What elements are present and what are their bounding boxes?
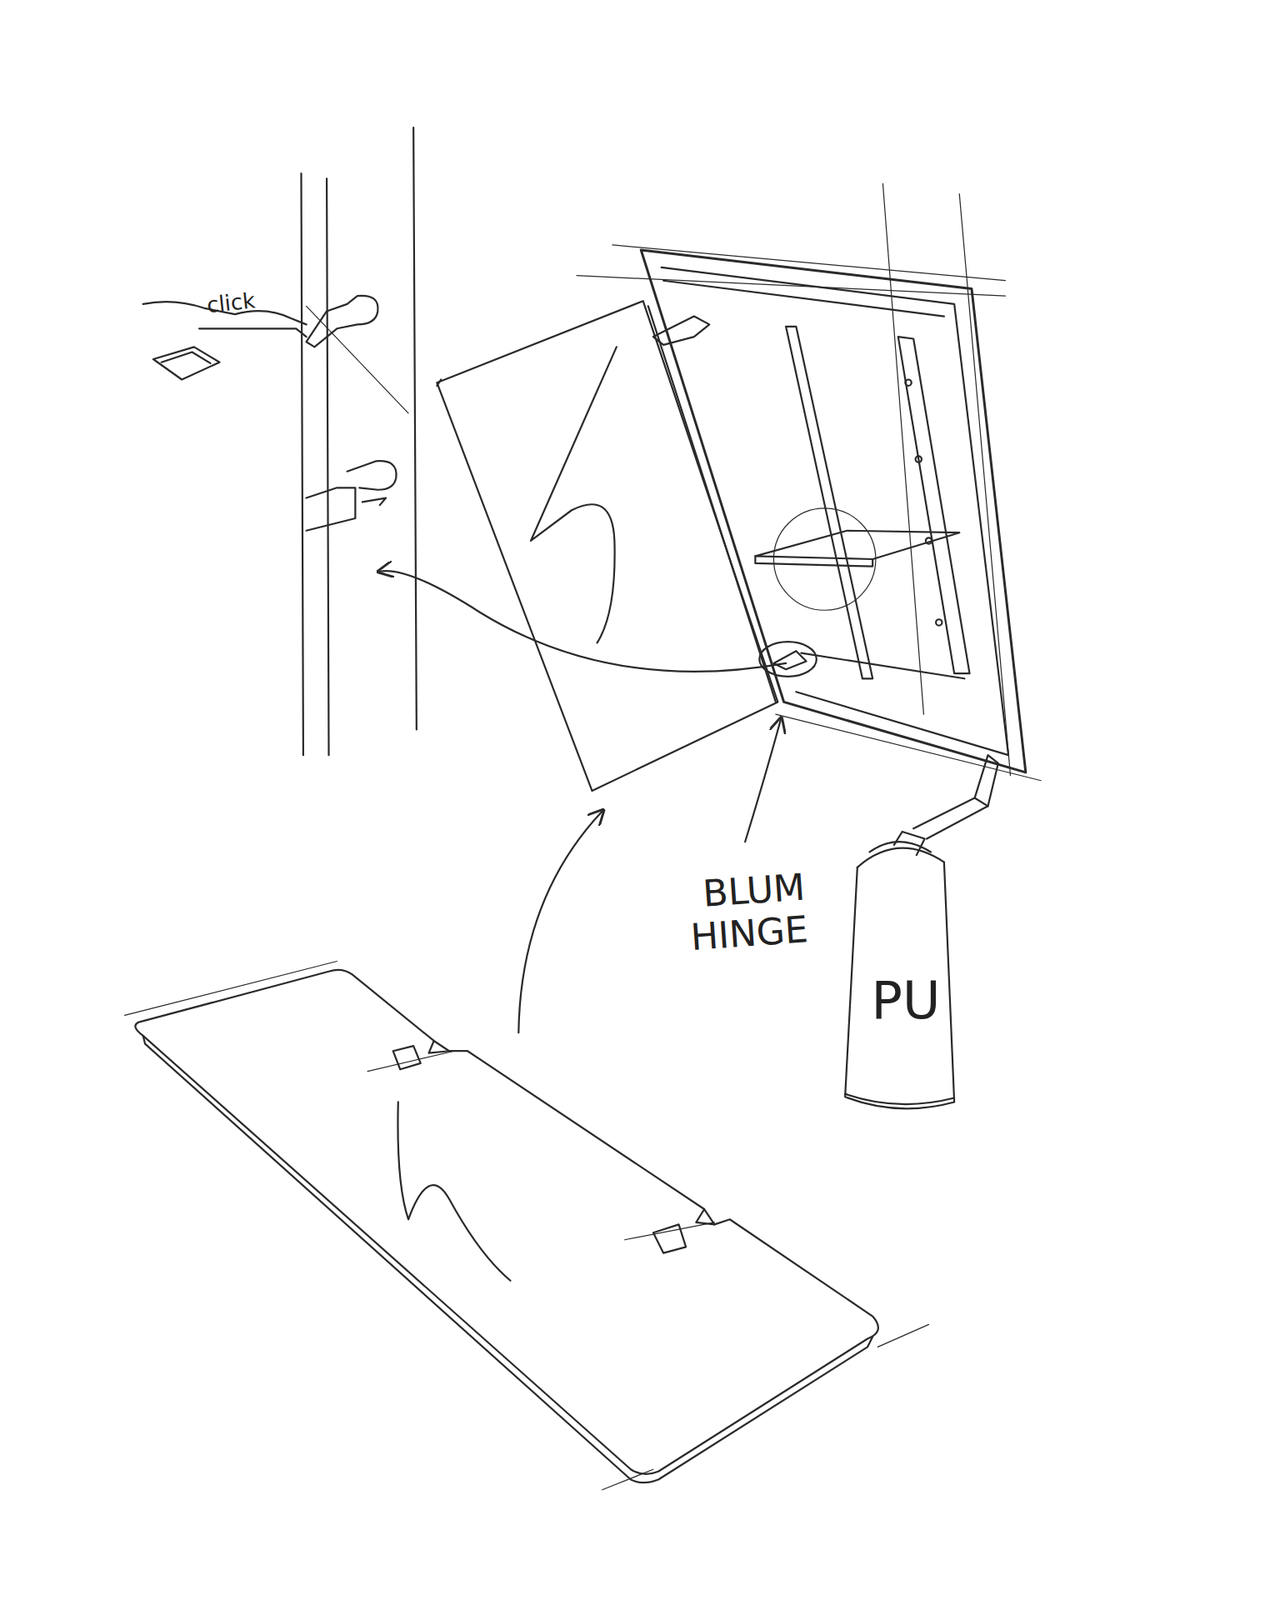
callout-label: BLUM HINGE (595, 865, 810, 965)
arrow (380, 570, 786, 672)
cabinet-frame (576, 183, 1041, 780)
hinge (653, 316, 817, 677)
spray-can (845, 755, 999, 1109)
wall-post (300, 127, 416, 755)
door-panel (436, 300, 778, 791)
click-label: click (205, 283, 308, 319)
can-label: PU (860, 970, 952, 1030)
arrow (745, 719, 781, 842)
board (125, 960, 930, 1490)
click-clip (143, 295, 379, 380)
clip-seat (306, 460, 397, 531)
arrow (518, 810, 602, 1033)
